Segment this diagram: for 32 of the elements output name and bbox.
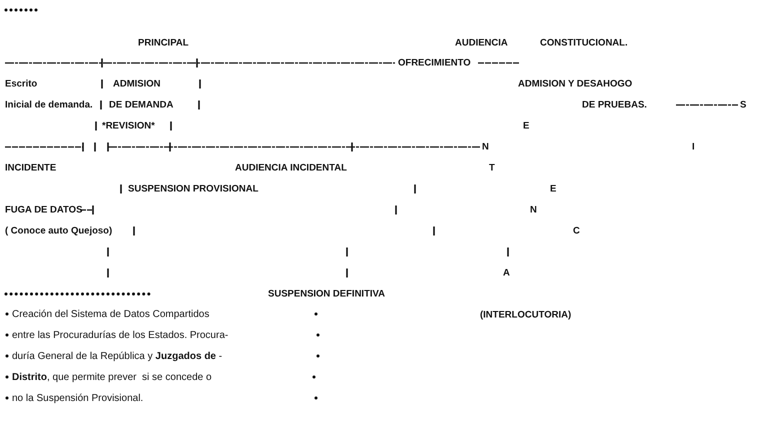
note-text: duría General de la República y Juzgados de - (12, 352, 222, 362)
stage-label: (INTERLOCUTORIA) (480, 310, 572, 320)
timeline-letter: T (489, 163, 495, 173)
stage-label: DE PRUEBAS. (582, 100, 647, 110)
note-text: entre las Procuradurías de los Estados. Procura- (12, 331, 228, 341)
stage-label: SUSPENSION PROVISIONAL (128, 184, 258, 194)
note-text: Distrito, que permite prever si se concede o (12, 373, 212, 383)
note-text: no la Suspensión Provisional. (12, 394, 144, 404)
stage-label: AUDIENCIA INCIDENTAL (235, 163, 347, 173)
stage-label: ADMISION (113, 79, 160, 89)
timeline-letter: I (692, 142, 695, 152)
timeline-letter: E (550, 184, 556, 194)
timeline-letter: N (482, 142, 489, 152)
stage-label: Inicial de demanda. (5, 100, 93, 110)
timeline-letter: E (523, 121, 530, 131)
stage-label: ADMISION Y DESAHOGO (518, 79, 632, 89)
note-text: Creación del Sistema de Datos Compartidos (12, 310, 210, 320)
stage-label: CONSTITUCIONAL. (540, 38, 628, 48)
timeline-letter: N (530, 205, 537, 215)
stage-label: OFRECIMIENTO (398, 58, 471, 68)
timeline-letter: S (740, 100, 746, 110)
stage-label: PRINCIPAL (138, 38, 188, 48)
stage-label: SUSPENSION DEFINITIVA (268, 289, 386, 299)
stage-label: *REVISION* (102, 121, 155, 131)
stage-label: INCIDENTE (5, 163, 56, 173)
timeline-letter: C (573, 226, 580, 236)
stage-label: FUGA DE DATOS (5, 205, 82, 215)
timeline-letter: A (503, 268, 510, 278)
stage-label: Escrito (5, 79, 38, 89)
stage-label: AUDIENCIA (455, 38, 508, 48)
stage-label: ( Conoce auto Quejoso) (5, 226, 112, 236)
stage-label: DE DEMANDA (109, 100, 174, 110)
